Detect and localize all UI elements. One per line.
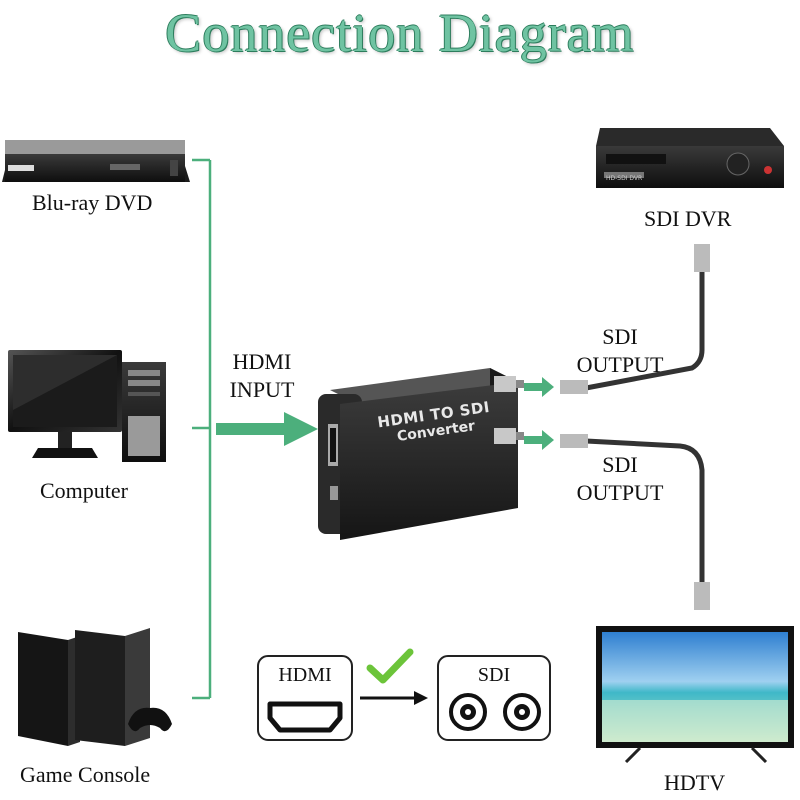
bluray-player-icon — [2, 140, 190, 182]
legend-arrow — [360, 691, 428, 705]
legend-hdmi-label: HDMI — [278, 664, 332, 686]
sdi-output-bottom-line1: SDI — [602, 452, 638, 477]
check-mark-icon — [366, 648, 414, 684]
sdi-cable-bottom — [560, 434, 710, 610]
sdi-output-bottom-label: SDI OUTPUT — [572, 451, 668, 507]
sdi-output-top-line2: OUTPUT — [576, 352, 664, 377]
sdi-output-top-label: SDI OUTPUT — [572, 323, 668, 379]
legend-sdi-box — [437, 655, 551, 741]
game-console-label: Game Console — [20, 762, 151, 787]
sdi-output-arrow-top — [524, 377, 554, 397]
diagram-title: Connection Diagram — [165, 3, 635, 63]
bnc-port-right-icon — [503, 693, 541, 731]
hdmi-input-arrow — [216, 412, 318, 446]
hdtv-icon — [596, 626, 794, 764]
sdi-dvr-label: SDI DVR — [644, 206, 732, 231]
source-bracket — [192, 158, 212, 700]
legend-sdi-label: SDI — [477, 664, 511, 686]
sdi-cable-top — [560, 244, 710, 394]
sdi-output-arrow-bottom — [524, 430, 554, 450]
sdi-output-bottom-line2: OUTPUT — [576, 480, 664, 505]
dvr-panel-text: HD-SDI DVR — [606, 175, 643, 182]
legend-hdmi-box — [257, 655, 353, 741]
bluray-dvd-label: Blu-ray DVD — [32, 190, 153, 215]
hdmi-to-sdi-converter — [318, 368, 518, 540]
computer-icon — [8, 350, 166, 462]
sdi-dvr-icon — [596, 128, 784, 188]
hdmi-input-label-line1: HDMI — [232, 349, 292, 374]
hdmi-input-label-line2: INPUT — [229, 377, 295, 402]
hdtv-label: HDTV — [664, 770, 726, 795]
bnc-port-left-icon — [449, 693, 487, 731]
hdmi-input-label: HDMI INPUT — [222, 348, 302, 404]
bnc-connector-icon — [494, 376, 524, 444]
game-console-icon — [18, 628, 172, 746]
computer-label: Computer — [40, 478, 128, 503]
sdi-output-top-line1: SDI — [602, 324, 638, 349]
